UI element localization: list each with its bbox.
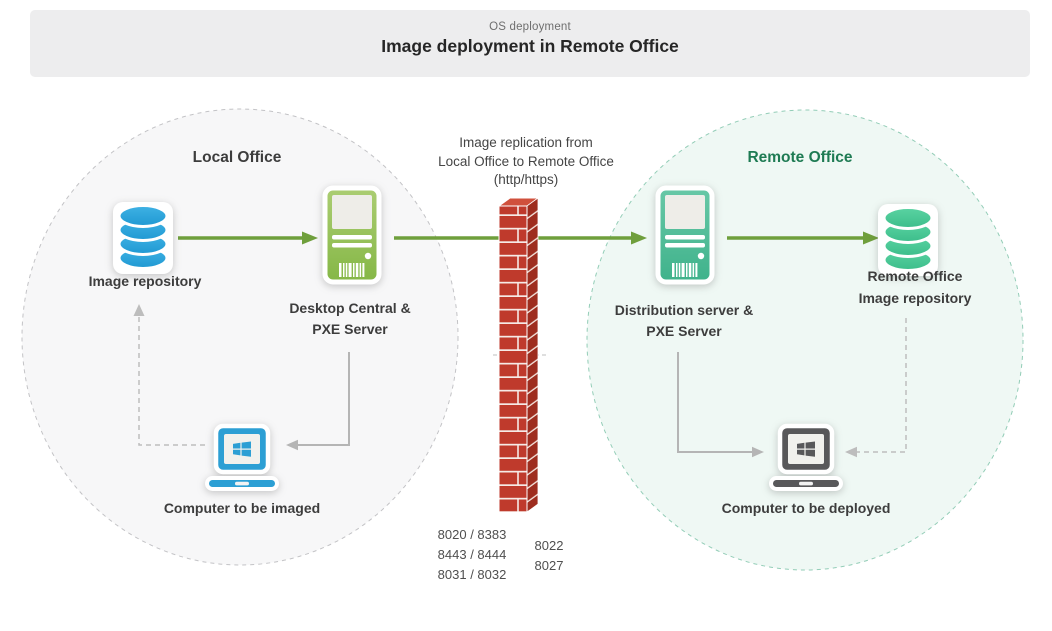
firewall-ports-right: 8022 8027 — [534, 538, 564, 573]
distribution-server-label: Distribution server & PXE Server — [614, 302, 754, 339]
image-repository-icon — [111, 200, 175, 281]
desktop-central-server-icon — [320, 183, 384, 292]
windows-logo-icon — [233, 441, 251, 457]
green-arrow-repo-to-server — [178, 231, 318, 245]
image-repository-label: Image repository — [88, 273, 202, 289]
replication-caption: Image replication from Local Office to R… — [438, 135, 614, 187]
dashed-arrow-remote-repo-to-computer — [845, 318, 907, 458]
header-banner: OS deployment Image deployment in Remote… — [30, 10, 1030, 77]
barcode-detail — [339, 263, 365, 277]
gray-arrow-server-to-imaged-computer — [286, 352, 350, 451]
remote-image-repository-icon — [876, 202, 940, 283]
computer-to-be-imaged-label: Computer to be imaged — [163, 500, 321, 516]
remote-office-title: Remote Office — [747, 149, 853, 166]
windows-logo-icon — [797, 441, 815, 457]
desktop-central-label: Desktop Central & PXE Server — [289, 300, 411, 337]
local-office-title: Local Office — [192, 149, 282, 166]
barcode-detail — [672, 263, 698, 277]
firewall-ports-left: 8020 / 8383 8443 / 8444 8031 / 8032 — [437, 527, 507, 582]
gray-arrow-server-to-deployed-computer — [677, 352, 764, 458]
distribution-server-icon — [653, 183, 717, 292]
computer-to-be-deployed-label: Computer to be deployed — [721, 500, 891, 516]
firewall-icon — [497, 197, 540, 513]
dashed-arrow-computer-to-repo — [133, 304, 205, 446]
green-arrow-server-to-remote-repo — [727, 231, 879, 245]
page-title: Image deployment in Remote Office — [381, 36, 679, 56]
computer-to-be-deployed-icon — [766, 422, 846, 503]
computer-to-be-imaged-icon — [202, 422, 282, 503]
category-label: OS deployment — [489, 21, 571, 33]
remote-repository-label: Remote Office Image repository — [858, 268, 972, 306]
